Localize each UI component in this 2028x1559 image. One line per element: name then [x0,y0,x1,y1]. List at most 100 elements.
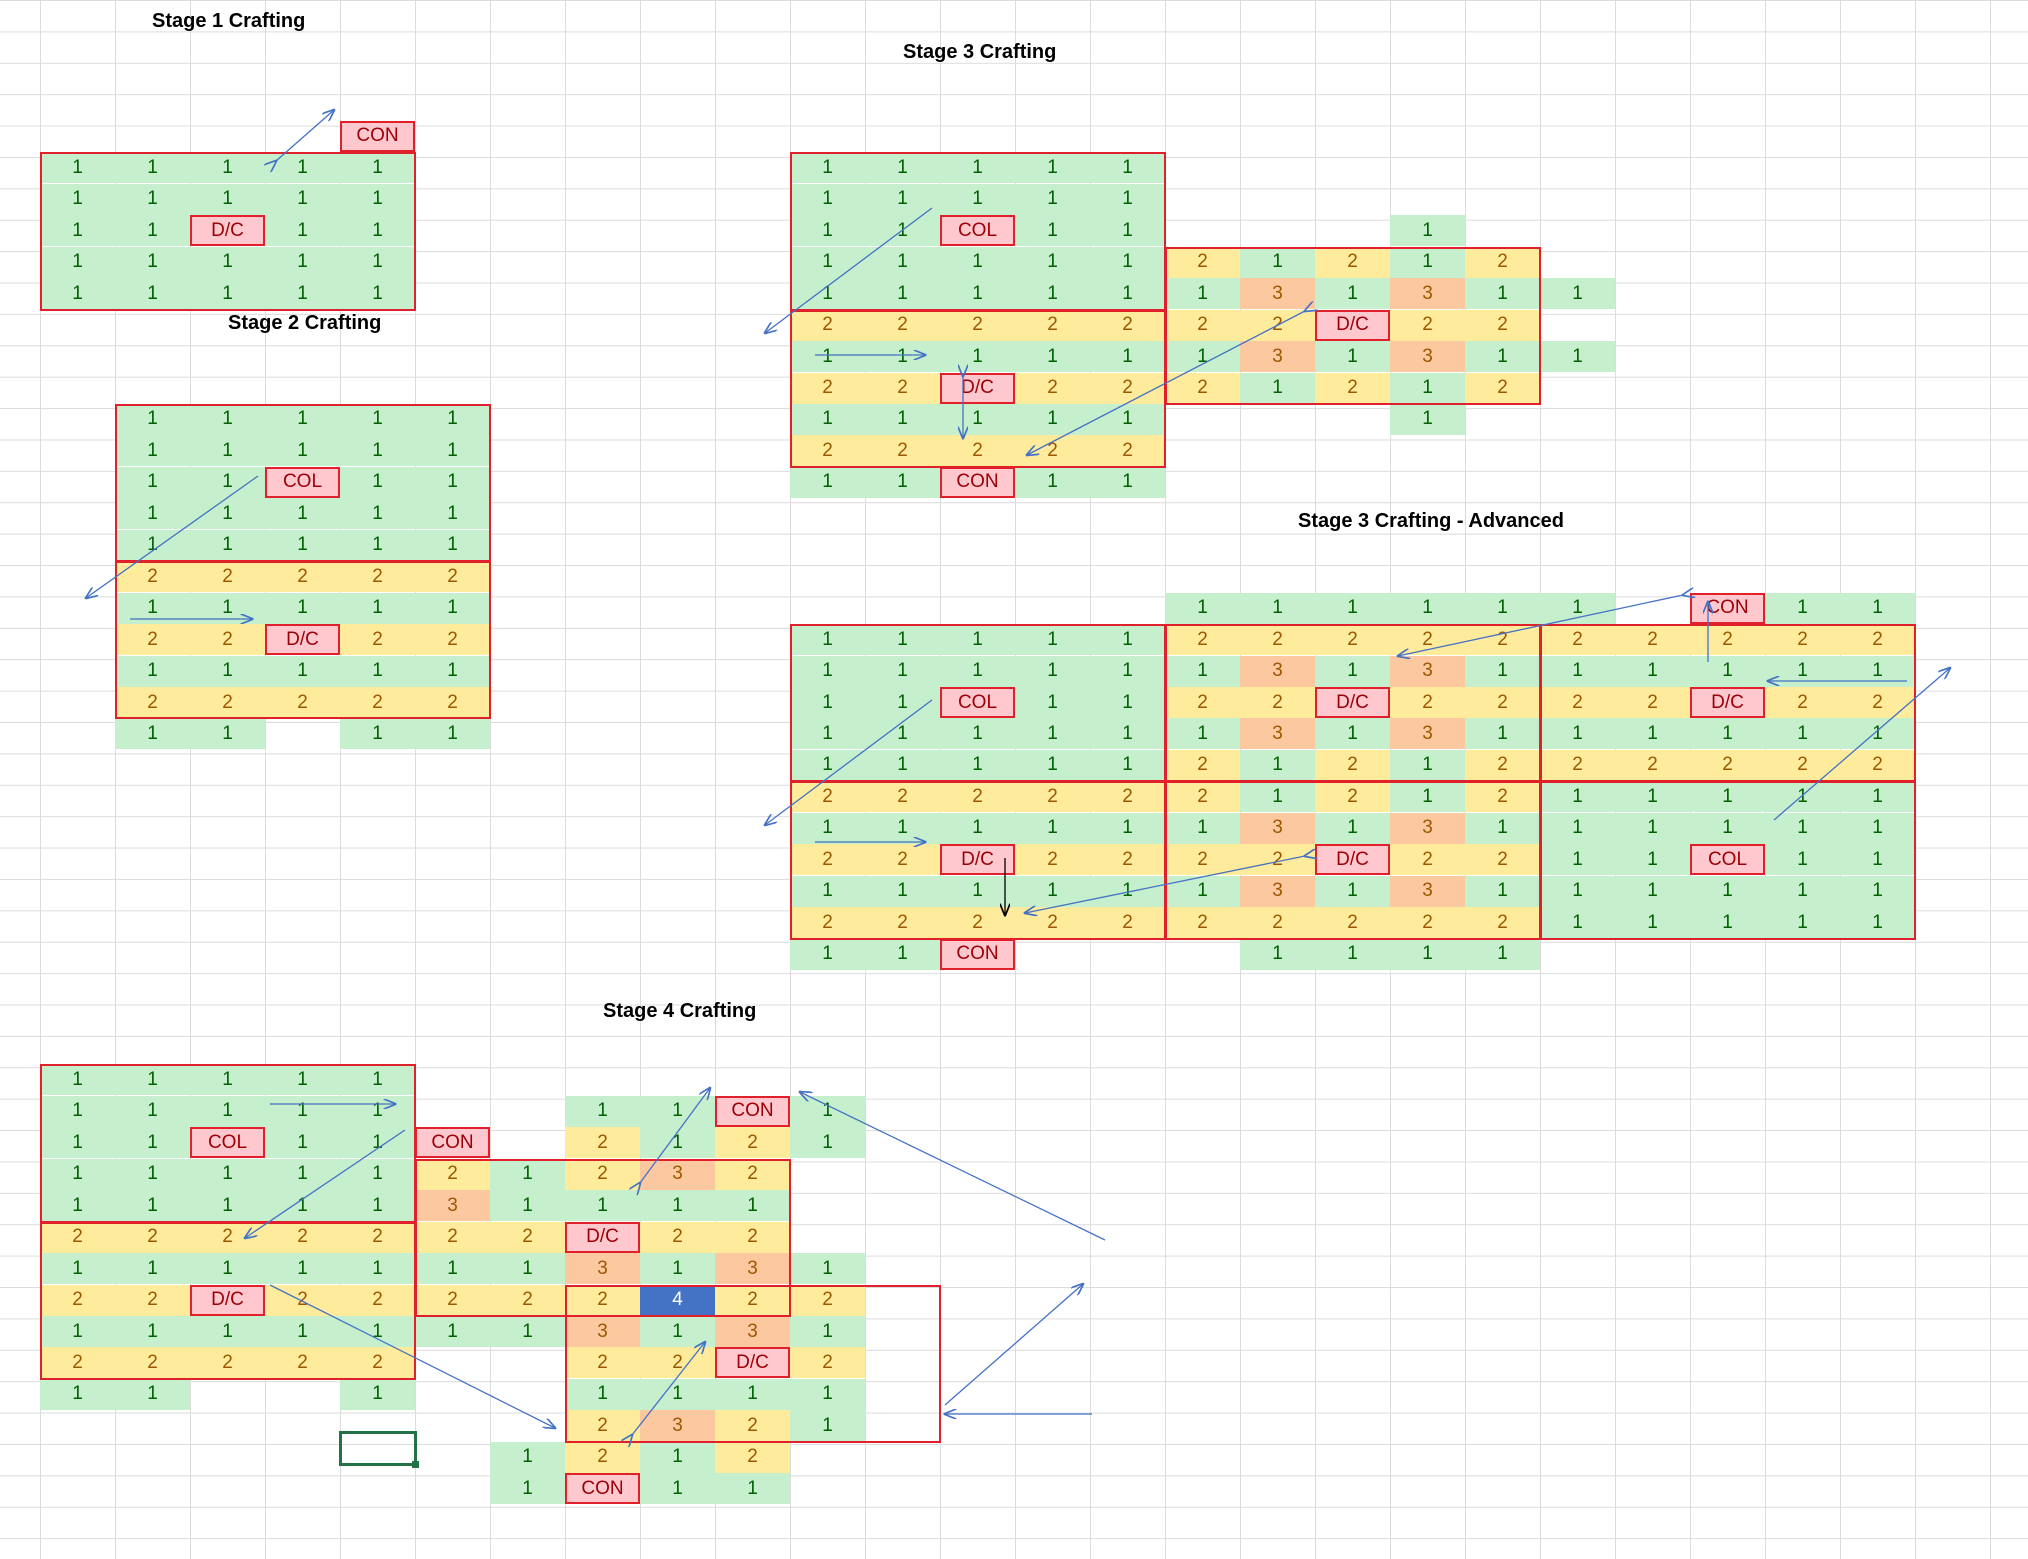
value-cell[interactable]: 2 [115,1221,190,1253]
value-cell[interactable]: 1 [865,718,940,750]
value-cell[interactable]: 1 [1390,781,1465,813]
value-cell[interactable]: 2 [1165,749,1240,781]
value-cell[interactable]: 1 [190,403,265,435]
col-cell[interactable]: COL [940,215,1015,247]
value-cell[interactable]: 1 [640,1316,715,1347]
value-cell[interactable]: 2 [565,1284,640,1316]
value-cell[interactable]: 2 [790,309,865,341]
value-cell[interactable]: 1 [1390,592,1465,624]
value-cell[interactable]: 1 [190,466,265,498]
value-cell[interactable]: 2 [415,624,490,656]
value-cell[interactable]: 1 [1090,215,1165,247]
value-cell[interactable]: 2 [415,687,490,718]
value-cell[interactable]: 1 [1090,152,1165,184]
value-cell[interactable]: 1 [190,1158,265,1190]
value-cell[interactable]: 1 [490,1158,565,1190]
col-cell[interactable]: COL [940,687,1015,718]
value-cell[interactable]: 2 [715,1158,790,1190]
value-cell[interactable]: 1 [115,718,190,750]
value-cell[interactable]: 1 [1765,907,1840,939]
value-cell[interactable]: 2 [1840,687,1915,718]
value-cell[interactable]: 1 [790,403,865,435]
value-cell[interactable]: 1 [1540,781,1615,813]
value-cell[interactable]: 1 [1015,655,1090,687]
value-cell[interactable]: 1 [1540,812,1615,844]
con-cell[interactable]: CON [340,120,415,152]
value-cell[interactable]: 1 [415,1253,490,1285]
value-cell[interactable]: 1 [1315,592,1390,624]
value-cell[interactable]: 1 [865,278,940,310]
value-cell[interactable]: 2 [265,561,340,593]
value-cell[interactable]: 1 [265,152,340,184]
value-cell[interactable]: 1 [790,152,865,184]
value-cell[interactable]: 1 [340,1253,415,1285]
value-cell[interactable]: 1 [190,435,265,467]
value-cell[interactable]: 1 [1840,592,1915,624]
value-cell[interactable]: 1 [340,435,415,467]
value-cell[interactable]: 1 [1465,655,1540,687]
value-cell[interactable]: 1 [190,1064,265,1096]
value-cell[interactable]: 1 [265,655,340,687]
value-cell[interactable]: 2 [1540,624,1615,656]
value-cell[interactable]: 1 [1090,466,1165,498]
value-cell[interactable]: 1 [1165,718,1240,750]
value-cell[interactable]: 2 [790,372,865,404]
value-cell[interactable]: 2 [490,1284,565,1316]
value-cell[interactable]: 1 [1315,812,1390,844]
value-cell[interactable]: 1 [1015,403,1090,435]
value-cell[interactable]: 1 [115,1127,190,1159]
value-cell[interactable]: 1 [115,1378,190,1410]
value-cell[interactable]: 1 [190,152,265,184]
dc-cell[interactable]: D/C [940,372,1015,404]
value-cell[interactable]: 1 [1090,687,1165,718]
value-cell[interactable]: 1 [1765,655,1840,687]
value-cell[interactable]: 2 [640,1347,715,1379]
value-cell[interactable]: 1 [1615,718,1690,750]
value-cell[interactable]: 1 [190,1190,265,1222]
value-cell[interactable]: 1 [415,655,490,687]
value-cell[interactable]: 2 [1465,844,1540,876]
value-cell[interactable]: 1 [115,403,190,435]
value-cell[interactable]: 1 [265,592,340,624]
value-cell[interactable]: 2 [1690,624,1765,656]
value-cell[interactable]: 2 [115,624,190,656]
value-cell[interactable]: 1 [115,466,190,498]
value-cell[interactable]: 1 [340,403,415,435]
value-cell[interactable]: 1 [1690,907,1765,939]
value-cell[interactable]: 1 [190,592,265,624]
value-cell[interactable]: 2 [1315,907,1390,939]
value-cell[interactable]: 1 [865,246,940,278]
value-cell[interactable]: 2 [1315,781,1390,813]
value-cell[interactable]: 1 [1015,152,1090,184]
value-cell[interactable]: 1 [340,1127,415,1159]
con-cell[interactable]: CON [940,466,1015,498]
value-cell[interactable]: 1 [790,718,865,750]
value-cell[interactable]: 1 [790,1378,865,1410]
value-cell[interactable]: 2 [1840,749,1915,781]
dc-cell[interactable]: D/C [1315,309,1390,341]
value-cell[interactable]: 1 [715,1378,790,1410]
value-cell[interactable]: 1 [115,498,190,530]
value-cell[interactable]: 2 [565,1441,640,1473]
value-cell[interactable]: 1 [1015,749,1090,781]
value-cell[interactable]: 1 [1765,781,1840,813]
value-cell[interactable]: 1 [640,1095,715,1127]
value-cell[interactable]: 2 [415,1221,490,1253]
value-cell[interactable]: 2 [1315,246,1390,278]
value-cell[interactable]: 1 [1315,278,1390,310]
value-cell[interactable]: 1 [1015,278,1090,310]
value-cell[interactable]: 1 [265,529,340,561]
value-cell[interactable]: 1 [1090,246,1165,278]
value-cell[interactable]: 1 [715,1473,790,1505]
value-cell[interactable]: 1 [265,1158,340,1190]
value-cell[interactable]: 1 [1690,781,1765,813]
value-cell[interactable]: 2 [340,1347,415,1379]
value-cell[interactable]: 1 [1540,907,1615,939]
value-cell[interactable]: 1 [1765,844,1840,876]
value-cell[interactable]: 1 [1240,246,1315,278]
value-cell[interactable]: 1 [1240,749,1315,781]
value-cell[interactable]: 2 [715,1127,790,1159]
value-cell[interactable]: 2 [1615,749,1690,781]
value-cell[interactable]: 2 [790,1347,865,1379]
dc-cell[interactable]: D/C [190,215,265,247]
